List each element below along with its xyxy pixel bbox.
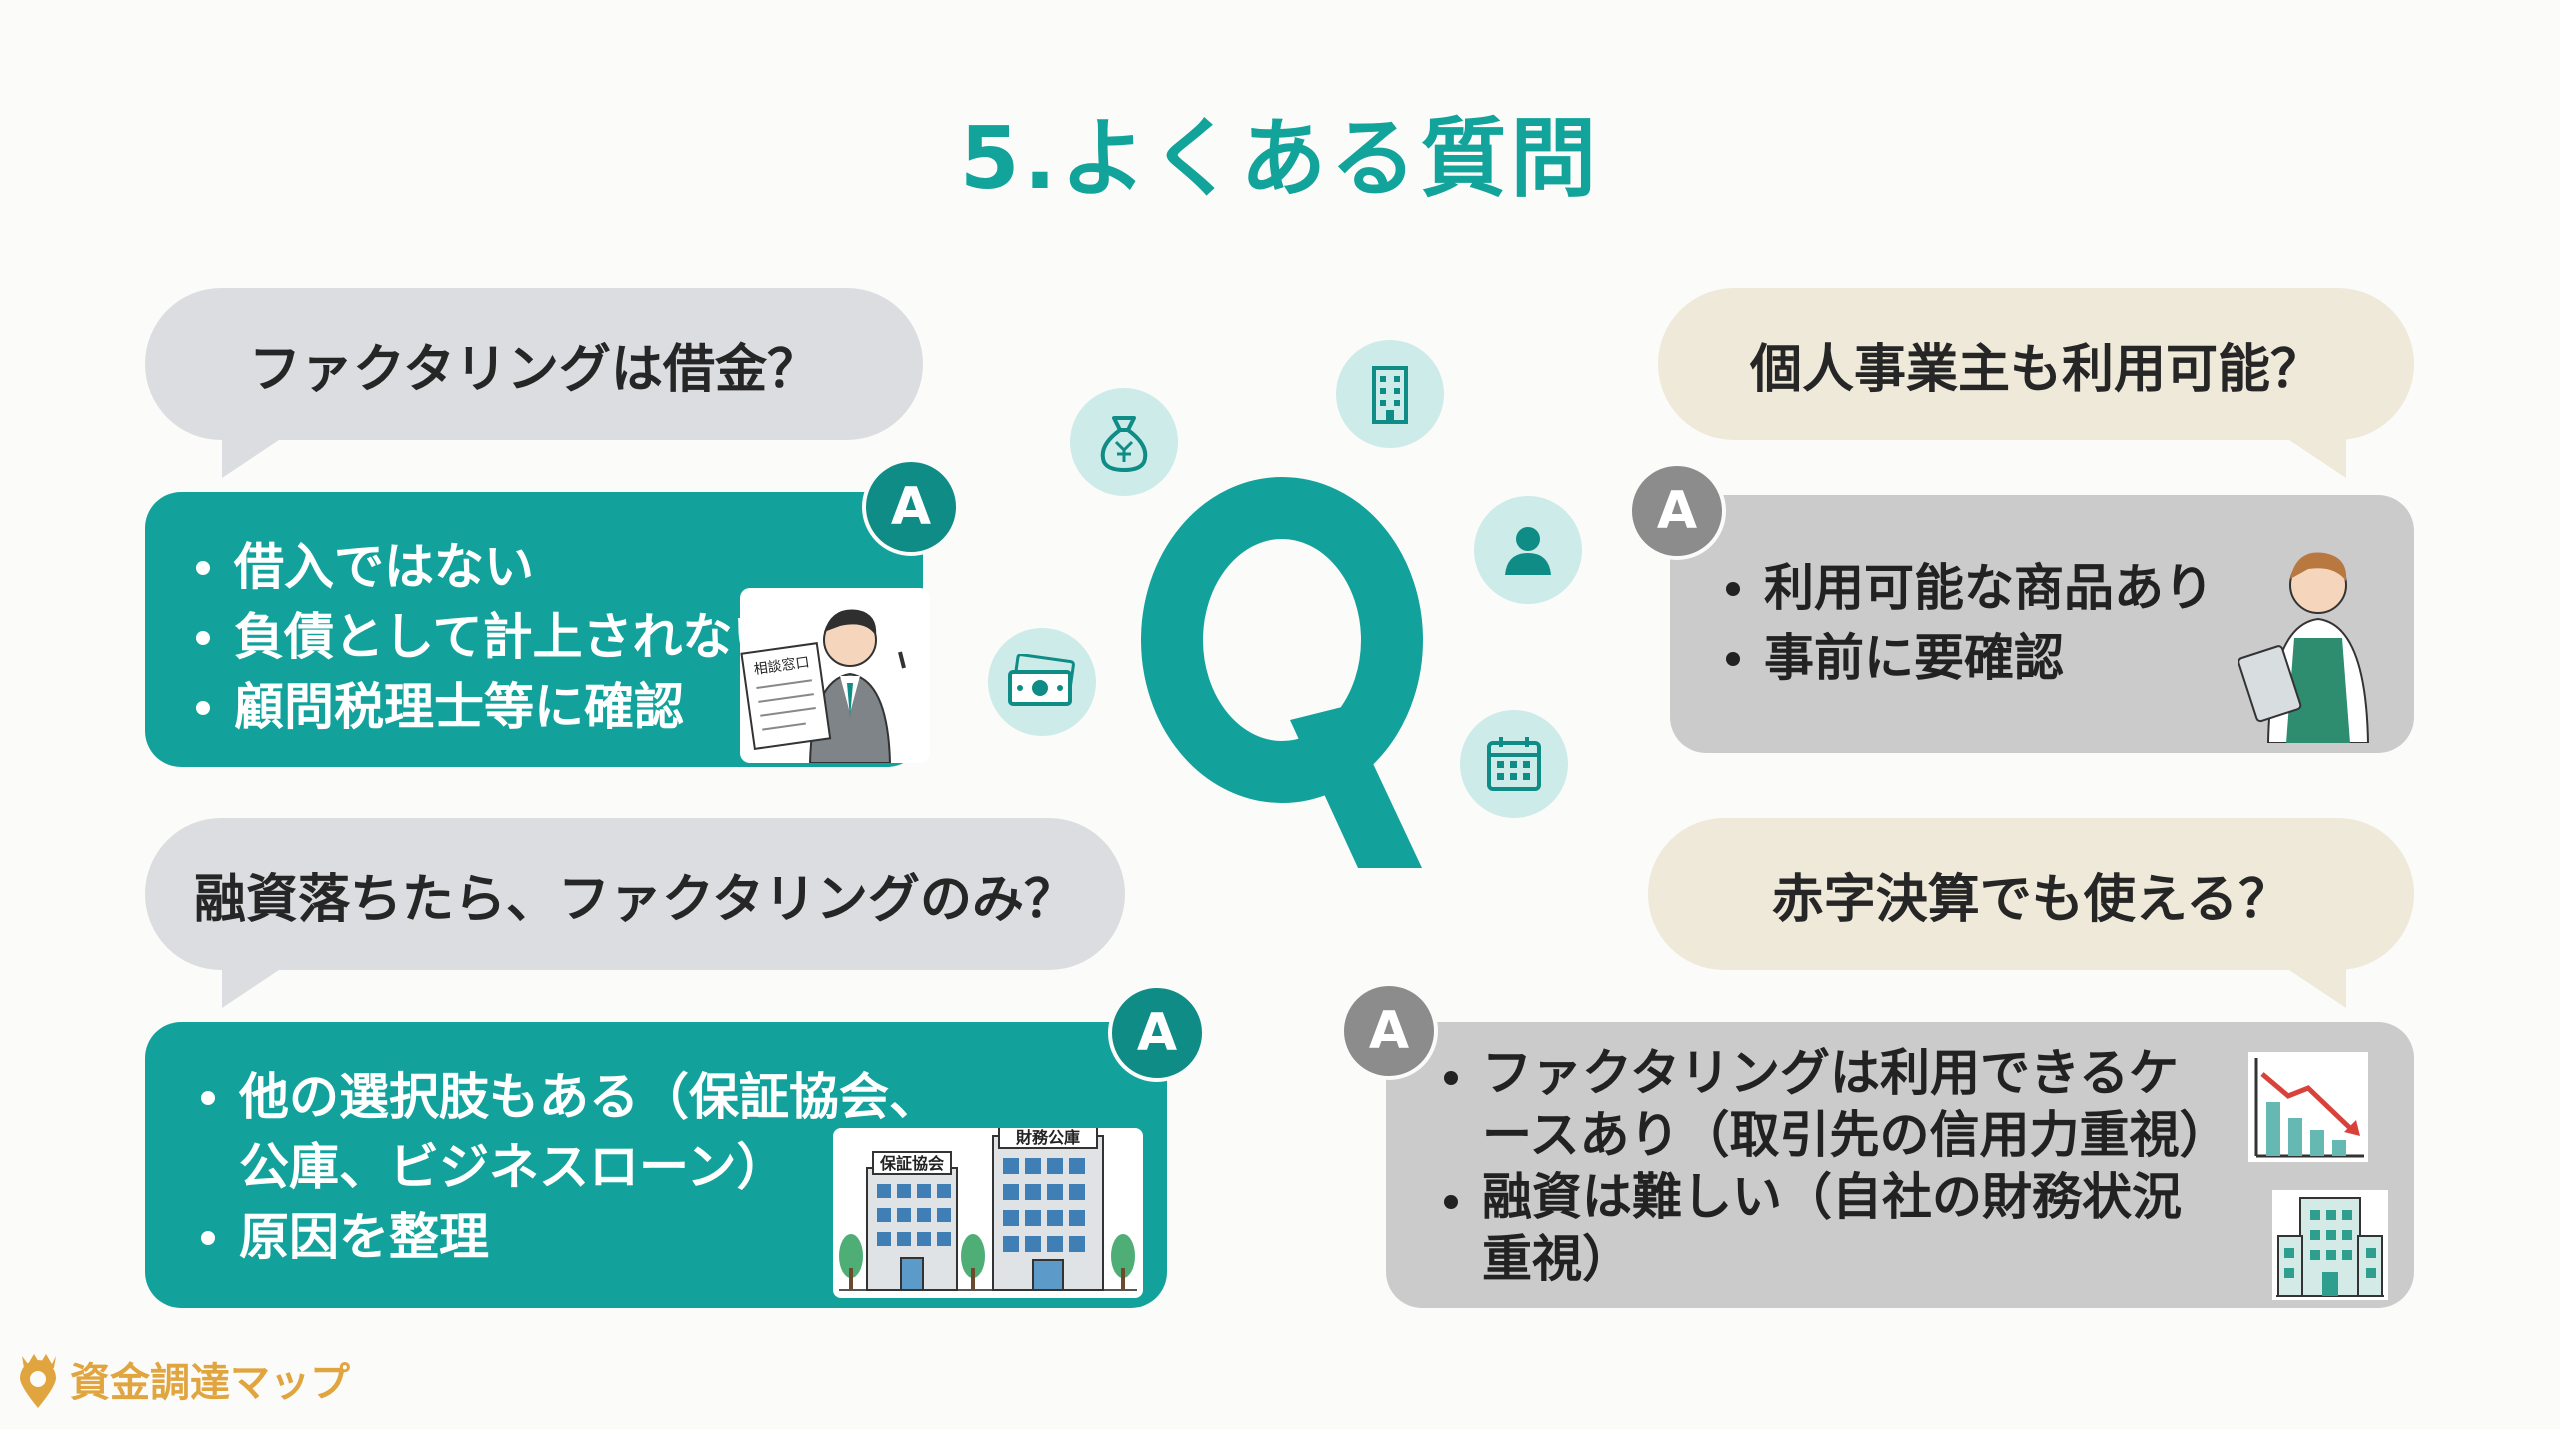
question-text-2: 個人事業主も利用可能？	[1749, 339, 2322, 400]
answer-item: 他の選択肢もある（保証協会、公庫、ビジネスローン）	[195, 1062, 975, 1202]
question-text-3: 融資落ちたら、ファクタリングのみ？	[194, 869, 1076, 930]
answer-item: 負債として計上されない	[190, 602, 923, 672]
answer-box-1: 借入ではない 負債として計上されない 顧問税理士等に確認 相談窓口	[145, 492, 930, 767]
building-icon	[1372, 366, 1408, 424]
calendar-icon	[1487, 737, 1541, 791]
answer-badge-1: A	[862, 458, 960, 556]
money-bag-icon-circle	[1070, 388, 1178, 496]
svg-text:保証協会: 保証協会	[879, 1154, 944, 1173]
question-bubble-1: ファクタリングは借金？	[145, 288, 923, 440]
shopkeeper-illustration	[2238, 552, 2370, 743]
svg-text:財務公庫: 財務公庫	[1016, 1128, 1080, 1147]
office-building-icon	[2272, 1190, 2388, 1300]
answer-box-2: 利用可能な商品あり 事前に要確認	[1670, 495, 2414, 753]
map-pin-icon	[20, 1354, 56, 1408]
brand-logo-text: 資金調達マップ	[70, 1360, 350, 1406]
calendar-icon-circle	[1460, 710, 1568, 818]
answer-badge-3: A	[1108, 984, 1206, 1082]
answer-list-3: 他の選択肢もある（保証協会、公庫、ビジネスローン） 原因を整理	[195, 1062, 975, 1272]
question-bubble-2: 個人事業主も利用可能？	[1658, 288, 2414, 440]
answer-badge-4: A	[1340, 982, 1438, 1080]
answer-box-4: ファクタリングは利用できるケースあり（取引先の信用力重視） 融資は難しい（自社の…	[1386, 1022, 2414, 1308]
answer-item: 事前に要確認	[1720, 623, 2414, 693]
person-icon	[1505, 527, 1551, 575]
buildings-illustration: 保証協会 財務公庫	[833, 1128, 1143, 1298]
answer-item: 利用可能な商品あり	[1720, 553, 2414, 623]
money-bag-icon	[1100, 416, 1148, 473]
answer-list-1: 借入ではない 負債として計上されない 顧問税理士等に確認	[190, 532, 923, 742]
answer-item: 融資は難しい（自社の財務状況重視）	[1438, 1166, 2218, 1290]
question-bubble-3: 融資落ちたら、ファクタリングのみ？	[145, 818, 1125, 970]
person-icon-circle	[1474, 496, 1582, 604]
answer-item: 顧問税理士等に確認	[190, 672, 923, 742]
answer-item: 借入ではない	[190, 532, 923, 602]
question-tail-4	[2286, 968, 2346, 1008]
question-bubble-4: 赤字決算でも使える？	[1648, 818, 2414, 970]
page-title: 5.よくある質問	[959, 109, 1601, 209]
answer-list-4: ファクタリングは利用できるケースあり（取引先の信用力重視） 融資は難しい（自社の…	[1438, 1042, 2230, 1290]
question-text-1: ファクタリングは借金？	[249, 339, 819, 400]
answer-list-2: 利用可能な商品あり 事前に要確認	[1720, 553, 2414, 693]
businessman-illustration: 相談窓口	[740, 588, 930, 763]
question-tail-2	[2286, 438, 2346, 478]
question-tail-1	[222, 438, 282, 478]
answer-box-3: 他の選択肢もある（保証協会、公庫、ビジネスローン） 原因を整理 保証協会 財務公…	[145, 1022, 1167, 1308]
answer-item: 原因を整理	[195, 1202, 975, 1272]
brand-logo: 資金調達マップ	[14, 1348, 350, 1410]
big-q-letter	[1141, 477, 1423, 868]
banknote-icon	[1008, 654, 1075, 706]
building-icon-circle	[1336, 340, 1444, 448]
answer-item: ファクタリングは利用できるケースあり（取引先の信用力重視）	[1438, 1042, 2230, 1166]
question-text-4: 赤字決算でも使える？	[1771, 869, 2291, 930]
document-sign: 相談窓口	[740, 642, 832, 750]
answer-badge-2: A	[1628, 462, 1726, 560]
declining-chart-illustration	[2248, 1052, 2368, 1162]
banknote-icon-circle	[988, 628, 1096, 736]
question-tail-3	[222, 968, 282, 1008]
